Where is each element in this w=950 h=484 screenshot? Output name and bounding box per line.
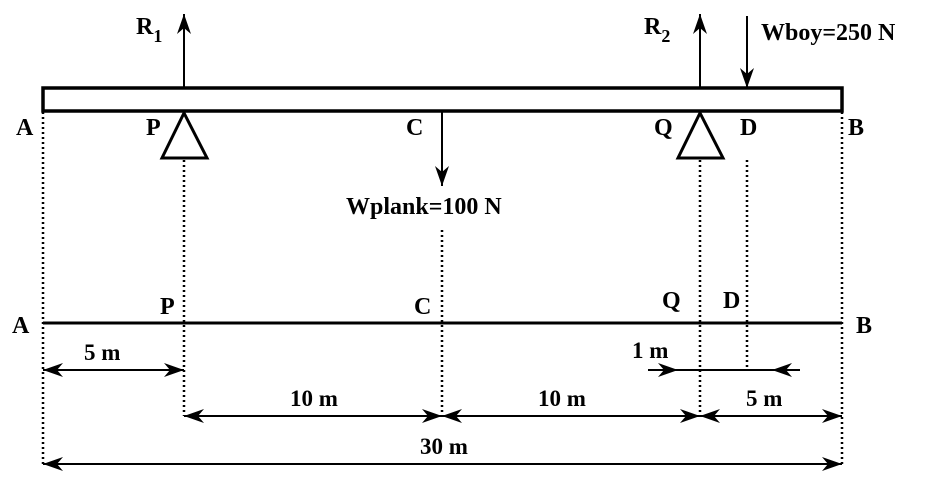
beam-point-b: B [848, 115, 864, 141]
wplank-label: Wplank=100 N [346, 194, 502, 220]
plank [41, 86, 844, 113]
line-point-b: B [856, 313, 872, 339]
beam-point-d: D [740, 115, 757, 141]
beam-point-a: A [16, 115, 34, 141]
r2-label: R2 [644, 14, 670, 46]
dim-ab-label: 30 m [420, 434, 468, 459]
dim-cq-label: 10 m [538, 386, 586, 411]
beam-point-q: Q [654, 115, 673, 141]
line-point-d: D [723, 288, 740, 314]
line-point-p: P [160, 294, 175, 320]
support-q-triangle [675, 109, 726, 160]
dim-pc-label: 10 m [290, 386, 338, 411]
line-point-c: C [414, 294, 431, 320]
dim-ap-label: 5 m [84, 340, 120, 365]
dim-qb-label: 5 m [746, 386, 782, 411]
beam-point-p: P [146, 115, 161, 141]
dim-qd-label: 1 m [632, 338, 668, 363]
beam-point-c: C [406, 115, 423, 141]
line-point-a: A [12, 313, 30, 339]
line-point-q: Q [662, 288, 681, 314]
r1-label: R1 [136, 14, 162, 46]
support-p-triangle [159, 109, 210, 160]
wboy-label: Wboy=250 N [761, 20, 896, 46]
